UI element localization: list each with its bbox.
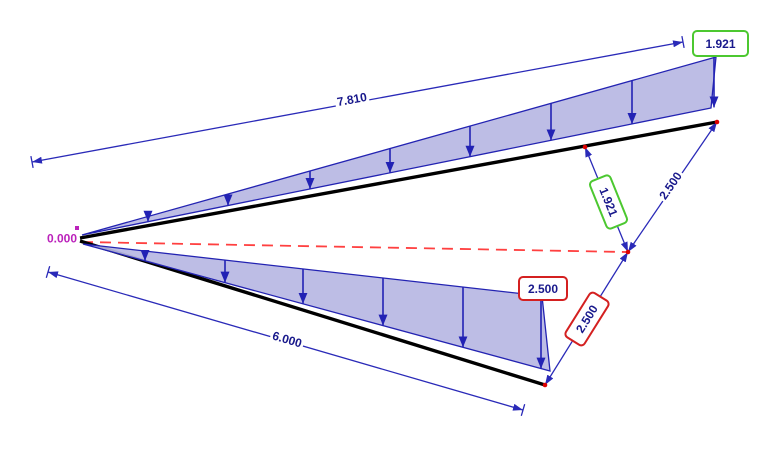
dimension-tick (681, 35, 685, 49)
node-markers (542, 119, 720, 388)
node-dot (625, 249, 631, 255)
origin-node-dot (75, 226, 79, 230)
node-dot (582, 144, 588, 150)
dimension-tick (30, 155, 34, 169)
reference-dashed-line (81, 241, 627, 253)
load-value-box-top-peak[interactable]: 1.921 (692, 30, 749, 57)
dimension-tick (45, 266, 51, 278)
origin-value-label: 0.000 (46, 231, 78, 246)
distributed-load-bottom[interactable] (82, 243, 551, 372)
node-dot (542, 382, 548, 388)
node-dot (714, 119, 720, 125)
load-value-box-bottom-peak[interactable]: 2.500 (518, 276, 568, 301)
dimension-tick (520, 404, 526, 416)
